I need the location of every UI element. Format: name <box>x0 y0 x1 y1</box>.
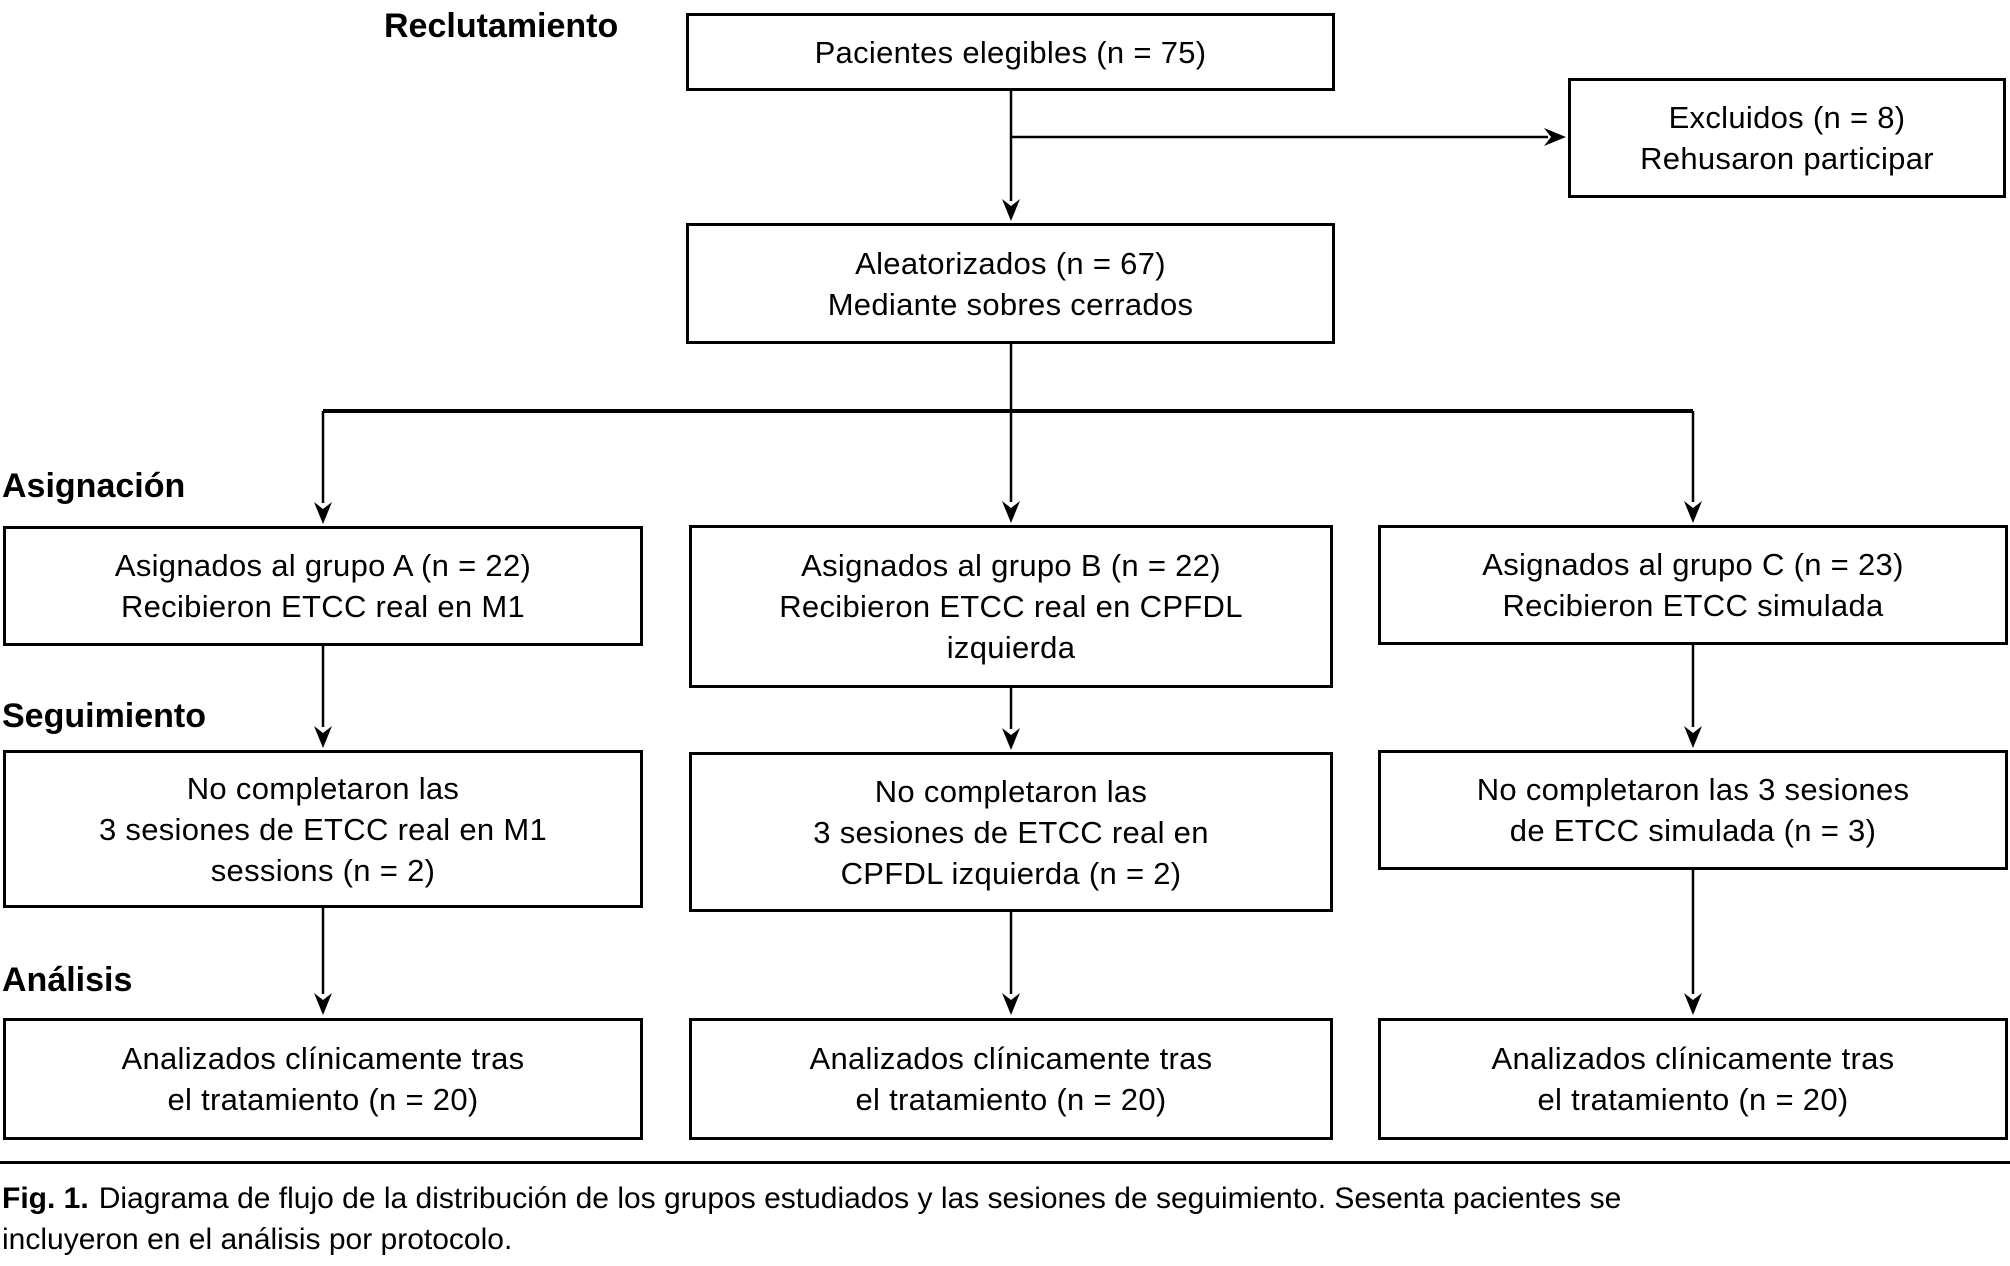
box-group-c-line: Recibieron ETCC simulada <box>1502 588 1884 623</box>
box-excluded-line: Excluidos (n = 8) <box>1668 100 1906 135</box>
arrowhead-down-icon <box>1684 726 1702 748</box>
box-excluded: Excluidos (n = 8) Rehusaron participar <box>1568 78 2006 198</box>
stage-label-recruitment: Reclutamiento <box>384 7 619 45</box>
caption-line-2: incluyeron en el análisis por protocolo. <box>2 1223 513 1256</box>
box-followup-a-line: sessions (n = 2) <box>210 852 436 888</box>
box-analysis-c: Analizados clínicamente tras el tratamie… <box>1378 1018 2008 1140</box>
arrowhead-down-icon <box>1002 199 1020 221</box>
box-followup-b-line: No completaron las <box>874 773 1148 809</box>
box-followup-a: No completaron las 3 sesiones de ETCC re… <box>3 750 643 908</box>
arrowhead-down-icon <box>1002 501 1020 523</box>
figure-caption: Fig. 1. Diagrama de flujo de la distribuc… <box>2 1178 2008 1260</box>
box-analysis-b-line: el tratamiento (n = 20) <box>855 1082 1167 1117</box>
box-followup-a-line: No completaron las <box>186 770 460 806</box>
box-group-a-line: Recibieron ETCC real en M1 <box>120 589 526 624</box>
caption-text: Diagrama de flujo de la distribución de … <box>98 1182 1622 1215</box>
box-group-b: Asignados al grupo B (n = 22) Recibieron… <box>689 525 1333 688</box>
box-group-a-line: Asignados al grupo A (n = 22) <box>114 548 532 583</box>
box-followup-c-line: de ETCC simulada (n = 3) <box>1509 813 1877 848</box>
box-randomized: Aleatorizados (n = 67) Mediante sobres c… <box>686 223 1335 344</box>
box-analysis-a-line: el tratamiento (n = 20) <box>167 1082 479 1117</box>
arrowhead-down-icon <box>314 502 332 524</box>
box-analysis-a-line: Analizados clínicamente tras <box>121 1041 525 1076</box>
box-followup-c-line: No completaron las 3 sesiones <box>1476 772 1910 807</box>
box-followup-b-line: 3 sesiones de ETCC real en <box>813 814 1209 850</box>
box-followup-a-line: 3 sesiones de ETCC real en M1 <box>98 811 548 847</box>
box-group-b-line: izquierda <box>946 630 1076 665</box>
box-analysis-a: Analizados clínicamente tras el tratamie… <box>3 1018 643 1140</box>
box-analysis-b-line: Analizados clínicamente tras <box>809 1041 1213 1076</box>
arrowhead-down-icon <box>314 993 332 1015</box>
box-randomized-line: Mediante sobres cerrados <box>827 286 1194 322</box>
arrowhead-down-icon <box>1684 993 1702 1015</box>
box-followup-b-line: CPFDL izquierda (n = 2) <box>840 855 1182 891</box>
figure-number: Fig. 1. <box>2 1182 89 1215</box>
box-group-b-line: Recibieron ETCC real en CPFDL <box>779 589 1243 624</box>
box-group-b-line: Asignados al grupo B (n = 22) <box>801 548 1221 583</box>
box-eligible-line: Pacientes elegibles (n = 75) <box>814 34 1207 70</box>
arrowhead-down-icon <box>1684 501 1702 523</box>
box-analysis-c-line: el tratamiento (n = 20) <box>1537 1082 1849 1117</box>
box-group-c-line: Asignados al grupo C (n = 23) <box>1482 547 1904 582</box>
box-analysis-c-line: Analizados clínicamente tras <box>1491 1041 1895 1076</box>
arrowhead-down-icon <box>1002 728 1020 750</box>
box-eligible: Pacientes elegibles (n = 75) <box>686 13 1335 91</box>
box-followup-b: No completaron las 3 sesiones de ETCC re… <box>689 752 1333 912</box>
stage-label-followup: Seguimiento <box>2 697 207 735</box>
box-randomized-line: Aleatorizados (n = 67) <box>855 245 1166 281</box>
arrowhead-right-icon <box>1544 128 1566 146</box>
arrowhead-down-icon <box>1002 993 1020 1015</box>
caption-line-1: Fig. 1. Diagrama de flujo de la distribuc… <box>2 1178 2008 1219</box>
arrowhead-down-icon <box>314 726 332 748</box>
stage-label-allocation: Asignación <box>2 467 186 505</box>
box-group-c: Asignados al grupo C (n = 23) Recibieron… <box>1378 525 2008 645</box>
box-followup-c: No completaron las 3 sesiones de ETCC si… <box>1378 750 2008 870</box>
box-analysis-b: Analizados clínicamente tras el tratamie… <box>689 1018 1333 1140</box>
box-excluded-line: Rehusaron participar <box>1640 141 1934 176</box>
box-group-a: Asignados al grupo A (n = 22) Recibieron… <box>3 526 643 646</box>
stage-label-analysis: Análisis <box>2 961 133 999</box>
caption-divider <box>0 1161 2010 1164</box>
